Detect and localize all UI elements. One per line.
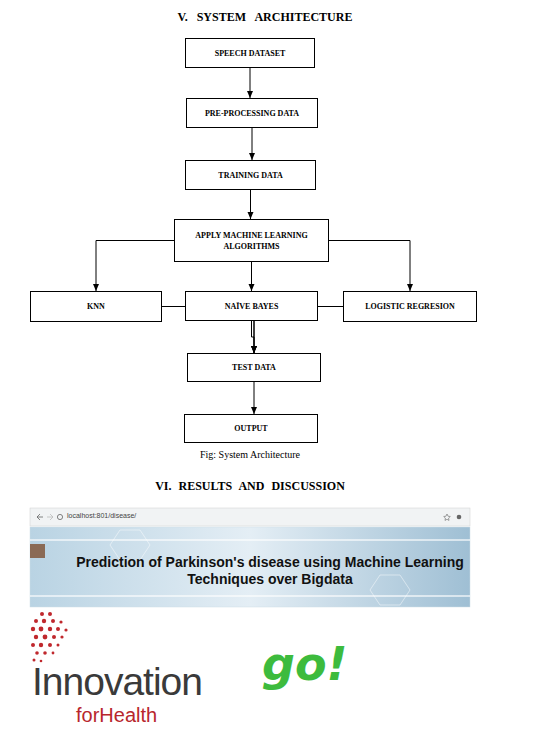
- profile-icon: [457, 515, 462, 520]
- figure-caption: Fig: System Architecture: [150, 449, 350, 460]
- process-box: LOGISTIC REGRESION: [343, 291, 477, 322]
- logo-text: forHealth: [76, 703, 196, 727]
- box-label: KNN: [87, 301, 105, 312]
- box-label: TRAINING DATA: [218, 170, 282, 181]
- process-box: TEST DATA: [187, 353, 321, 382]
- box-label: NAÏVE BAYES: [225, 301, 279, 312]
- box-label: OUTPUT: [234, 423, 267, 434]
- process-box: KNN: [30, 291, 162, 322]
- banner-stripe: [30, 539, 470, 541]
- flow-arrow: [250, 68, 251, 98]
- process-box: PRE-PROCESSING DATA: [186, 98, 318, 128]
- flow-arrow: [254, 382, 255, 414]
- banner-stripe: [30, 595, 470, 597]
- flow-arrow: [251, 262, 252, 291]
- process-box: OUTPUT: [184, 414, 318, 443]
- reload-icon: [57, 514, 62, 519]
- process-box: SPEECH DATASET: [185, 38, 315, 68]
- box-label: SPEECH DATASET: [215, 48, 286, 59]
- box-label: TEST DATA: [232, 362, 276, 373]
- logo-text: go!: [262, 636, 422, 692]
- thumbnail-image: [30, 544, 45, 558]
- flow-arrow: [252, 321, 255, 353]
- process-box: NAÏVE BAYES: [185, 291, 318, 321]
- box-label: APPLY MACHINE LEARNING ALGORITHMS: [181, 230, 322, 252]
- browser-bar: [30, 508, 470, 526]
- flow-arrow: [252, 128, 253, 160]
- process-box: APPLY MACHINE LEARNING ALGORITHMS: [174, 219, 329, 262]
- flow-arrow: [250, 190, 251, 219]
- section-heading: VI. RESULTS AND DISCUSSION: [120, 479, 380, 494]
- section-heading: V. SYSTEM ARCHITECTURE: [120, 10, 410, 25]
- box-label: PRE-PROCESSING DATA: [205, 108, 299, 119]
- flow-arrow: [96, 241, 174, 292]
- logo-dots: [31, 612, 68, 662]
- box-label: LOGISTIC REGRESION: [365, 301, 455, 312]
- process-box: TRAINING DATA: [185, 160, 316, 190]
- banner-title: Prediction of Parkinson's disease using …: [68, 554, 472, 588]
- star-icon: [444, 514, 451, 520]
- back-icon: [37, 514, 43, 520]
- hexagon-decoration: [370, 575, 410, 605]
- logo-text: Innovation: [32, 660, 212, 704]
- url-text: localhost:801/disease/: [67, 512, 267, 519]
- flow-arrow: [329, 241, 410, 292]
- forward-icon: [47, 514, 53, 520]
